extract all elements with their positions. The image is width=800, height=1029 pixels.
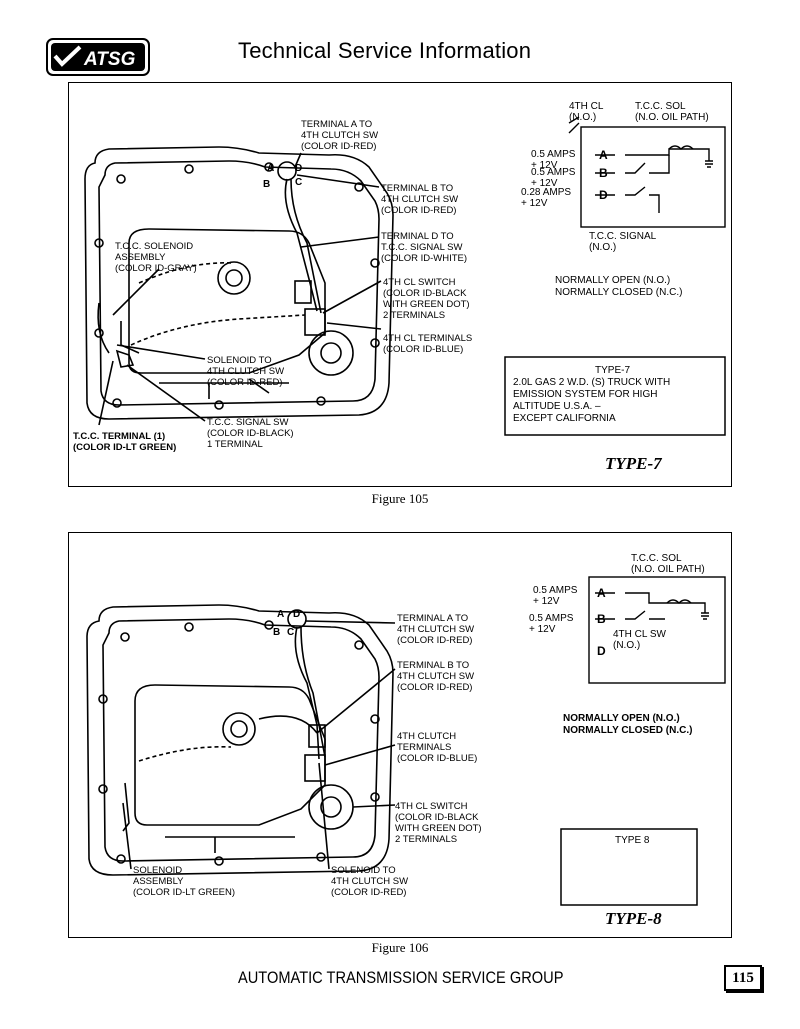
terminal-letter-d: D <box>295 163 302 174</box>
footer-text: AUTOMATIC TRANSMISSION SERVICE GROUP <box>238 968 564 987</box>
figure-105-caption: Figure 105 <box>371 491 429 506</box>
type-8-label: TYPE-8 <box>605 909 662 928</box>
schematic-106-term-b: B <box>597 612 606 626</box>
schematic-106-term-a: A <box>597 586 606 600</box>
legend-105: NORMALLY OPEN (N.O.)NORMALLY CLOSED (N.C… <box>555 275 682 298</box>
svg-text:TYPE 8: TYPE 8 <box>615 835 650 846</box>
schematic-106-input-a: 0.5 AMPS+ 12V <box>533 585 578 607</box>
page-title: Technical Service Information <box>238 38 532 63</box>
schematic-105 <box>568 116 726 228</box>
checkmark-icon <box>53 45 82 67</box>
schematic-105-signal-label: T.C.C. SIGNAL(N.O.) <box>589 231 657 253</box>
svg-text:TYPE-72.0L GAS 2 W.D. (S) TRUC: TYPE-72.0L GAS 2 W.D. (S) TRUCK WITHEMIS… <box>513 365 670 424</box>
callout-tcc-signal-sw: T.C.C. SIGNAL SW(COLOR ID-BLACK)1 TERMIN… <box>207 417 294 450</box>
logo-text: ATSG <box>83 49 136 70</box>
schematic-105-input-b: 0.5 AMPS+ 12V <box>531 167 576 189</box>
callout-tcc-terminal: T.C.C. TERMINAL (1)(COLOR ID-LT GREEN) <box>73 431 176 453</box>
schematic-105-input-d: 0.28 AMPS+ 12V <box>521 187 571 209</box>
terminal-letter-a: A <box>277 609 284 620</box>
schematic-106-input-b: 0.5 AMPS+ 12V <box>529 613 574 635</box>
figure-106-caption: Figure 106 <box>371 940 429 955</box>
terminal-letter-c: C <box>287 627 294 638</box>
type-7-label: TYPE-7 <box>605 454 662 473</box>
terminal-letter-a: A <box>267 163 274 174</box>
legend-106: NORMALLY OPEN (N.O.)NORMALLY CLOSED (N.C… <box>563 713 692 736</box>
schematic-105-term-a: A <box>599 148 608 162</box>
schematic-106 <box>588 576 726 684</box>
schematic-106-top-labels: T.C.C. SOL(N.O. OIL PATH) <box>631 553 705 575</box>
schematic-105-term-b: B <box>599 166 608 180</box>
page-number: 115 <box>724 965 762 991</box>
atsg-logo: ATSG <box>46 38 150 76</box>
schematic-105-top-labels: 4TH CL(N.O.)T.C.C. SOL(N.O. OIL PATH) <box>569 101 709 123</box>
terminal-letter-d: D <box>293 609 300 620</box>
terminal-letter-b: B <box>263 179 270 190</box>
schematic-106-switch-label: 4TH CL SW(N.O.) <box>613 629 667 651</box>
terminal-letter-b: B <box>273 627 280 638</box>
schematic-106-term-d: D <box>597 644 606 658</box>
callout-4th-cl-terminals: 4TH CL TERMINALS(COLOR ID-BLUE) <box>383 333 472 355</box>
schematic-105-term-d: D <box>599 188 608 202</box>
schematic-105-input-a: 0.5 AMPS+ 12V <box>531 149 576 171</box>
terminal-letter-c: C <box>295 177 302 188</box>
info-box-106: TYPE 8 <box>560 828 698 906</box>
